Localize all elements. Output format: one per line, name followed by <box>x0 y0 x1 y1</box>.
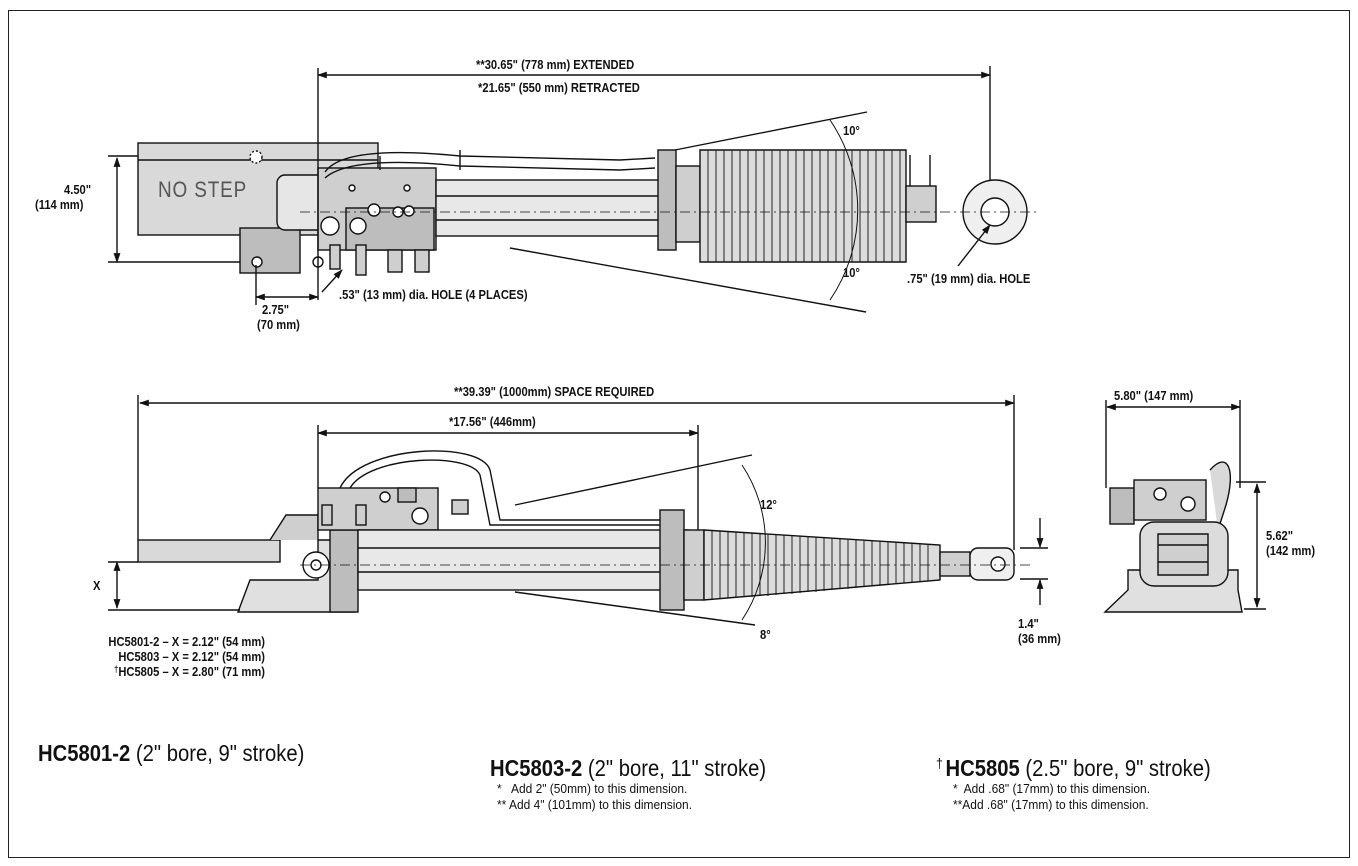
model-hc5803-note-2: ** Add 4" (101mm) to this dimension. <box>497 797 693 812</box>
model-hc5801: HC5801-2 (2" bore, 9" stroke) <box>38 740 304 766</box>
side-angle-up-label: 12° <box>760 497 777 512</box>
top-view-cylinder <box>137 111 1040 313</box>
top-bellows <box>699 149 907 263</box>
end-view-cylinder <box>1103 461 1243 613</box>
x-dimension-label: X <box>93 578 101 593</box>
model-hc5803-spec: (2" bore, 11" stroke) <box>582 755 767 781</box>
space-required-label: **39.39" (1000mm) SPACE REQUIRED <box>454 384 655 399</box>
top-angle-up-label: 10° <box>843 123 860 138</box>
model-hc5805-name: HC5805 <box>945 755 1020 781</box>
x-value-table: HC5801-2 – X = 2.12" (54 mm) HC5803 – X … <box>5 634 265 681</box>
small-hole-label: .53" (13 mm) dia. HOLE (4 PLACES) <box>339 287 528 302</box>
x-value-hc5805-row: †HC5805 – X = 2.80" (71 mm) <box>41 664 265 681</box>
model-hc5803: HC5803-2 (2" bore, 11" stroke) <box>490 755 766 781</box>
x-value-hc5805: HC5805 – X = 2.80" (71 mm) <box>118 664 265 679</box>
x-value-hc5801: HC5801-2 – X = 2.12" (54 mm) <box>108 634 265 649</box>
model-hc5803-note-1: * Add 2" (50mm) to this dimension. <box>497 781 688 796</box>
x-value-hc5803: HC5803 – X = 2.12" (54 mm) <box>118 649 265 664</box>
retracted-length-label: *21.65" (550 mm) RETRACTED <box>478 80 640 95</box>
hole-offset-in: 2.75" <box>262 302 290 317</box>
side-angle-down-label: 8° <box>760 627 771 642</box>
model-hc5805-dagger: † <box>936 755 943 771</box>
bracket-height-in: 4.50" <box>64 182 92 197</box>
model-hc5801-spec: (2" bore, 9" stroke) <box>130 740 305 766</box>
model-hc5805-spec: (2.5" bore, 9" stroke) <box>1019 755 1211 781</box>
model-hc5803-name: HC5803-2 <box>490 755 583 781</box>
no-step-decal: NO STEP <box>158 177 248 202</box>
model-hc5805: †HC5805 (2.5" bore, 9" stroke) <box>936 755 1211 784</box>
top-angle-down-label: 10° <box>843 265 860 280</box>
hole-offset-mm: (70 mm) <box>257 317 300 332</box>
model-hc5801-name: HC5801-2 <box>38 740 131 766</box>
model-hc5805-note-1: * Add .68" (17mm) to this dimension. <box>953 781 1151 796</box>
large-hole-label: .75" (19 mm) dia. HOLE <box>907 271 1031 286</box>
extended-length-label: **30.65" (778 mm) EXTENDED <box>476 57 635 72</box>
end-width-label: 5.80" (147 mm) <box>1114 388 1194 403</box>
rod-height-in: 1.4" <box>1018 616 1039 631</box>
model-hc5805-note-2: **Add .68" (17mm) to this dimension. <box>953 797 1149 812</box>
side-view-cylinder <box>137 450 1030 626</box>
end-height-mm: (142 mm) <box>1266 543 1316 558</box>
bracket-height-mm: (114 mm) <box>35 197 84 212</box>
rod-height-mm: (36 mm) <box>1018 631 1061 646</box>
body-length-label: *17.56" (446mm) <box>449 414 536 429</box>
x-dagger-mark: † <box>114 664 119 674</box>
drawing-frame <box>8 10 1350 858</box>
end-height-in: 5.62" <box>1266 528 1294 543</box>
